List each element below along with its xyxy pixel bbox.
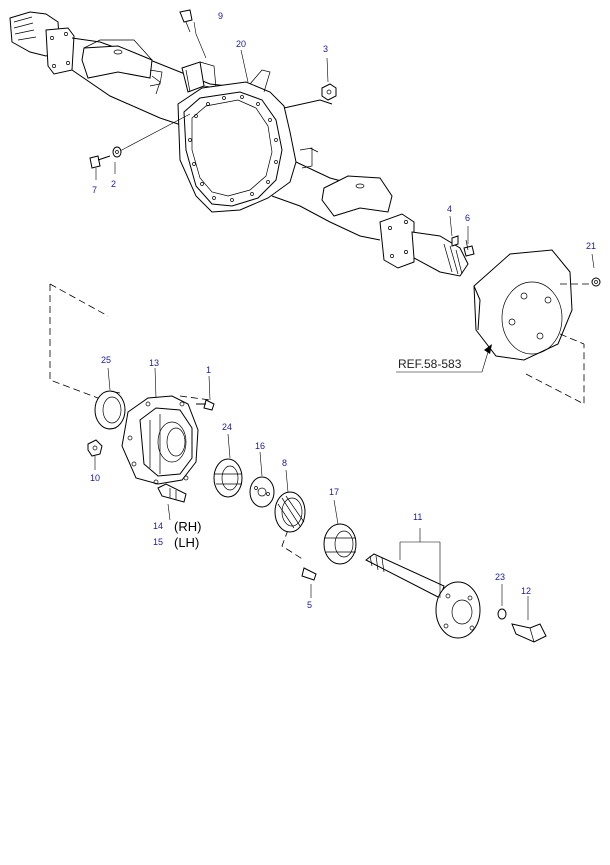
part-number-17: 17 [329, 487, 339, 497]
bolt-part-12 [511, 596, 547, 643]
part-number-14: 14 [153, 521, 163, 531]
bearing-part-17 [323, 499, 357, 565]
side-label-lh: (LH) [174, 535, 199, 550]
part-number-1: 1 [206, 365, 211, 375]
axle-housing [9, 11, 469, 277]
part-number-4: 4 [447, 204, 452, 214]
bearing-part-24 [213, 433, 243, 498]
part-number-11: 11 [413, 512, 422, 522]
nut-part-10 [87, 439, 103, 470]
nut-part-3 [321, 83, 337, 101]
oil-seal-part-25 [94, 367, 126, 430]
washer-part-23 [497, 584, 507, 620]
leader-lines-top [95, 21, 595, 269]
part-number-24: 24 [222, 422, 232, 432]
axle-shaft-part-11 [365, 528, 481, 639]
part-number-9: 9 [218, 11, 223, 21]
part-number-20: 20 [236, 39, 246, 49]
part-number-2: 2 [111, 179, 116, 189]
part-number-6: 6 [465, 213, 470, 223]
part-number-21: 21 [586, 241, 596, 251]
part-number-12: 12 [521, 586, 531, 596]
part-number-labels: 9 20 3 7 2 4 6 21 25 13 1 24 16 8 10 17 … [90, 11, 596, 610]
brake-drum [473, 249, 601, 361]
side-label-rh: (RH) [174, 519, 201, 534]
pin-part-4 [451, 235, 459, 247]
washer-part-2 [112, 146, 122, 158]
sensor-part-9 [179, 9, 193, 33]
part-number-5: 5 [307, 600, 312, 610]
part-number-15: 15 [153, 537, 163, 547]
lock-washer-part-8 [274, 469, 306, 533]
housing-bolt-circle [188, 95, 278, 202]
part-number-7: 7 [92, 185, 97, 195]
wheel-stud-part-14-15 [157, 483, 187, 521]
part-number-13: 13 [149, 358, 159, 368]
reference-callout: REF.58-583 [396, 344, 492, 373]
bolt-part-7 [89, 155, 111, 169]
screw-part-6 [463, 239, 475, 257]
screw-part-1 [196, 375, 215, 411]
part-number-3: 3 [323, 44, 328, 54]
part-number-16: 16 [255, 441, 265, 451]
part-number-25: 25 [101, 355, 111, 365]
ring-part-16 [249, 451, 275, 508]
part-number-23: 23 [495, 572, 505, 582]
assembly-guide-lines [49, 283, 585, 561]
part-number-8: 8 [282, 458, 287, 468]
hub-part-13 [121, 367, 199, 485]
side-labels: (RH) (LH) [174, 519, 201, 550]
reference-label: REF.58-583 [398, 357, 462, 371]
part-number-10: 10 [90, 473, 100, 483]
screw-part-5 [301, 567, 317, 598]
